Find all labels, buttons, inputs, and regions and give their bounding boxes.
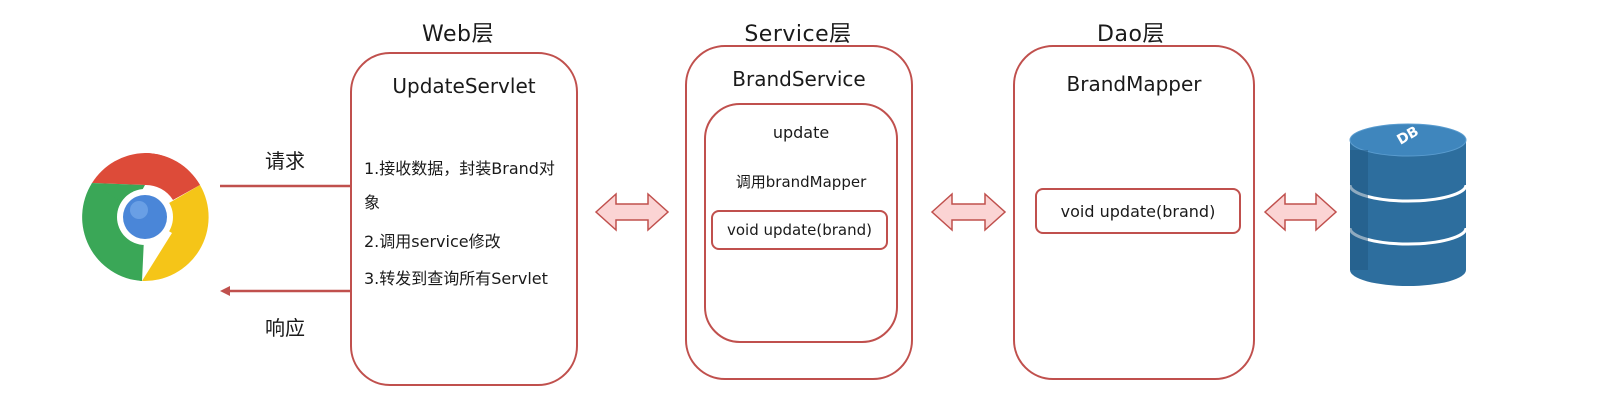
web-step-2: 2.调用service修改 (364, 232, 501, 251)
update-servlet-title: UpdateServlet (392, 74, 536, 98)
dao-layer-title: Dao层 (1097, 22, 1165, 47)
service-layer-title: Service层 (744, 22, 852, 47)
web-layer-box: UpdateServlet (350, 52, 578, 386)
dao-layer-box: BrandMapper (1013, 45, 1255, 380)
web-step-1-cont: 象 (364, 193, 381, 212)
call-brand-mapper-text: 调用brandMapper (735, 173, 867, 191)
update-method-name: update (772, 123, 830, 142)
web-layer-title: Web层 (422, 22, 494, 47)
brand-service-title: BrandService (732, 67, 866, 91)
web-step-3: 3.转发到查询所有Servlet (364, 269, 548, 288)
database-icon (1348, 123, 1468, 286)
double-arrow-service-dao (930, 192, 1007, 232)
dao-signature-box: void update(brand) (1035, 188, 1241, 234)
service-signature: void update(brand) (727, 221, 872, 239)
dao-signature: void update(brand) (1060, 201, 1216, 221)
response-label: 响应 (265, 316, 305, 340)
response-arrow (220, 286, 358, 296)
double-arrow-web-service (594, 192, 670, 232)
web-step-1: 1.接收数据，封装Brand对 (364, 159, 555, 178)
request-label: 请求 (265, 149, 305, 173)
request-arrow (220, 181, 360, 191)
brand-mapper-title: BrandMapper (1066, 72, 1202, 96)
double-arrow-dao-db (1263, 192, 1338, 232)
chrome-icon (82, 153, 209, 282)
service-signature-box: void update(brand) (711, 210, 888, 250)
update-method-box: update 调用brandMapper (704, 103, 898, 343)
